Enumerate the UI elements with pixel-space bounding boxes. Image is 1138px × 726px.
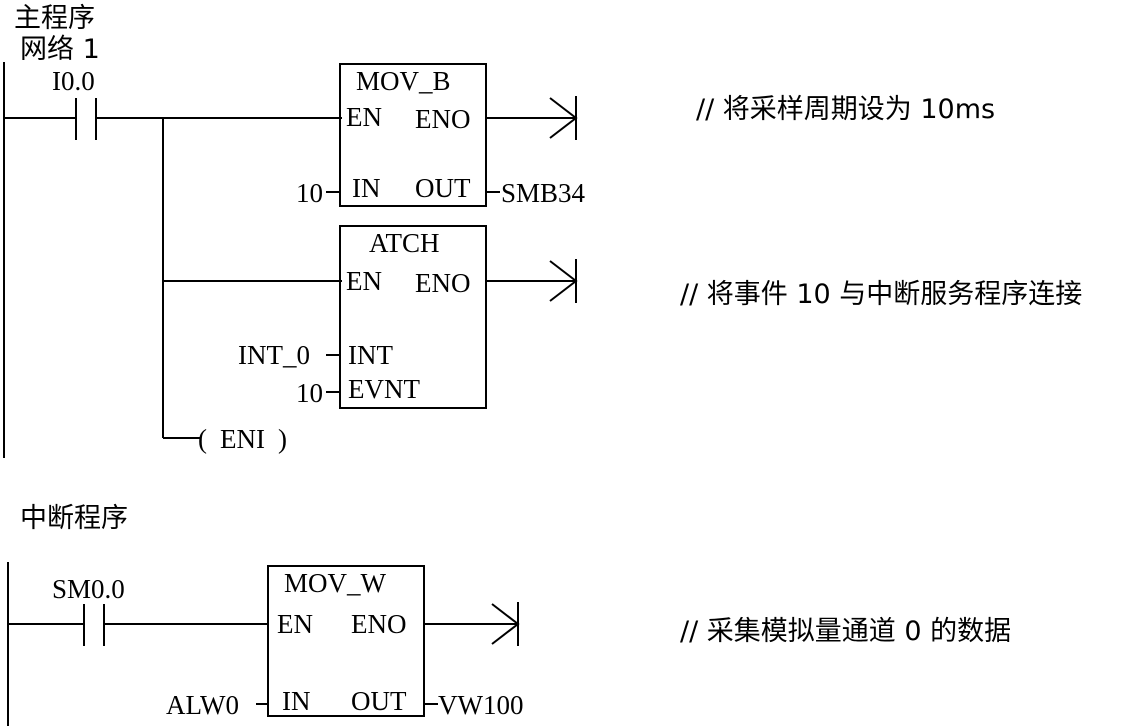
mov-w-en-pin: EN [277, 609, 313, 639]
atch-title: ATCH [369, 228, 440, 258]
comment-attach-event: // 将事件 10 与中断服务程序连接 [680, 279, 1082, 310]
mov-b-out-value: SMB34 [501, 178, 586, 208]
atch-eno-pin: ENO [415, 268, 471, 298]
mov-b-eno-output [486, 96, 578, 140]
mov-w-in-value: ALW0 [166, 690, 239, 720]
mov-b-out-pin: OUT [415, 173, 471, 203]
contact-sm00 [8, 604, 268, 646]
contact-label-i00: I0.0 [52, 66, 95, 96]
mov-w-eno-pin: ENO [351, 609, 407, 639]
network-label: 网络 1 [20, 34, 100, 65]
mov-w-out-pin: OUT [351, 686, 407, 716]
atch-int-value: INT_0 [238, 340, 310, 370]
mov-b-in-pin: IN [352, 173, 381, 203]
mov-b-title: MOV_B [356, 66, 451, 96]
mov-w-out-value: VW100 [438, 690, 523, 720]
atch-int-pin: INT [348, 340, 393, 370]
eni-coil: ( ENI ) [198, 424, 287, 454]
eni-paren-close: ) [278, 424, 287, 454]
atch-box [339, 225, 487, 409]
mov-b-box [339, 63, 487, 207]
contact-label-sm00: SM0.0 [52, 574, 125, 604]
mov-w-box [267, 565, 425, 717]
mov-w-eno-output [424, 602, 520, 646]
mov-w-in-pin: IN [282, 686, 311, 716]
atch-en-pin: EN [346, 266, 382, 296]
eni-label: ENI [220, 424, 265, 454]
mov-b-en-pin: EN [346, 102, 382, 132]
eni-paren-open: ( [198, 424, 207, 454]
mov-b-in-value: 10 [296, 178, 323, 208]
mov-w-title: MOV_W [284, 568, 387, 598]
main-program-title: 主程序 [14, 3, 95, 34]
atch-eno-output [486, 259, 578, 303]
comment-sample-period: // 将采样周期设为 10ms [696, 94, 995, 125]
mov-b-eno-pin: ENO [415, 104, 471, 134]
atch-evnt-value: 10 [296, 378, 323, 408]
comment-sample-analog: // 采集模拟量通道 0 的数据 [680, 616, 1011, 647]
interrupt-program-title: 中断程序 [20, 503, 128, 534]
contact-i00 [4, 98, 342, 140]
atch-evnt-pin: EVNT [348, 374, 420, 404]
